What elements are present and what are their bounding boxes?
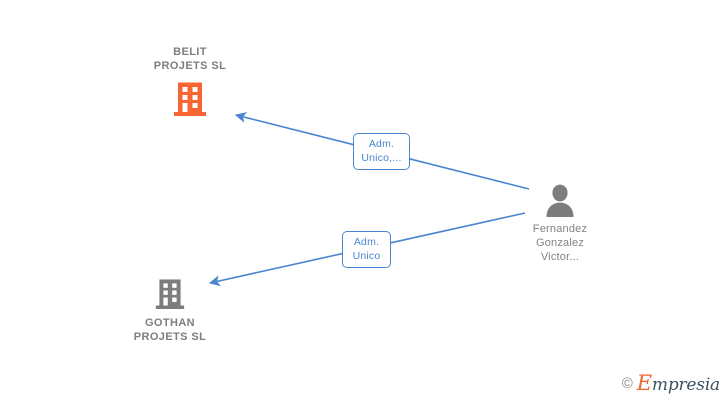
empresia-watermark: © Empresia <box>622 373 720 394</box>
copyright-icon: © <box>621 375 633 392</box>
node-gothan-projets-sl[interactable]: GOTHAN PROJETS SL <box>95 278 245 344</box>
node-label-gothan: GOTHAN PROJETS SL <box>133 317 207 343</box>
node-belit-projets-sl[interactable]: BELIT PROJETS SL <box>115 45 265 117</box>
brand-initial: E <box>636 371 652 395</box>
edge-label-adm-unico-gothan[interactable]: Adm. Unico <box>342 231 391 268</box>
building-icon[interactable] <box>173 81 207 117</box>
brand-wordmark: Empresia <box>637 373 720 394</box>
node-fernandez-gonzalez-victor[interactable]: Fernandez Gonzalez Victor... <box>485 183 635 264</box>
node-label-person: Fernandez Gonzalez Victor... <box>532 223 588 263</box>
node-label-belit: BELIT PROJETS SL <box>153 46 227 72</box>
edge-label-adm-unico-belit[interactable]: Adm. Unico,... <box>353 133 410 170</box>
building-icon[interactable] <box>155 278 185 310</box>
person-icon[interactable] <box>543 183 577 217</box>
brand-rest: mpresia <box>651 375 720 395</box>
